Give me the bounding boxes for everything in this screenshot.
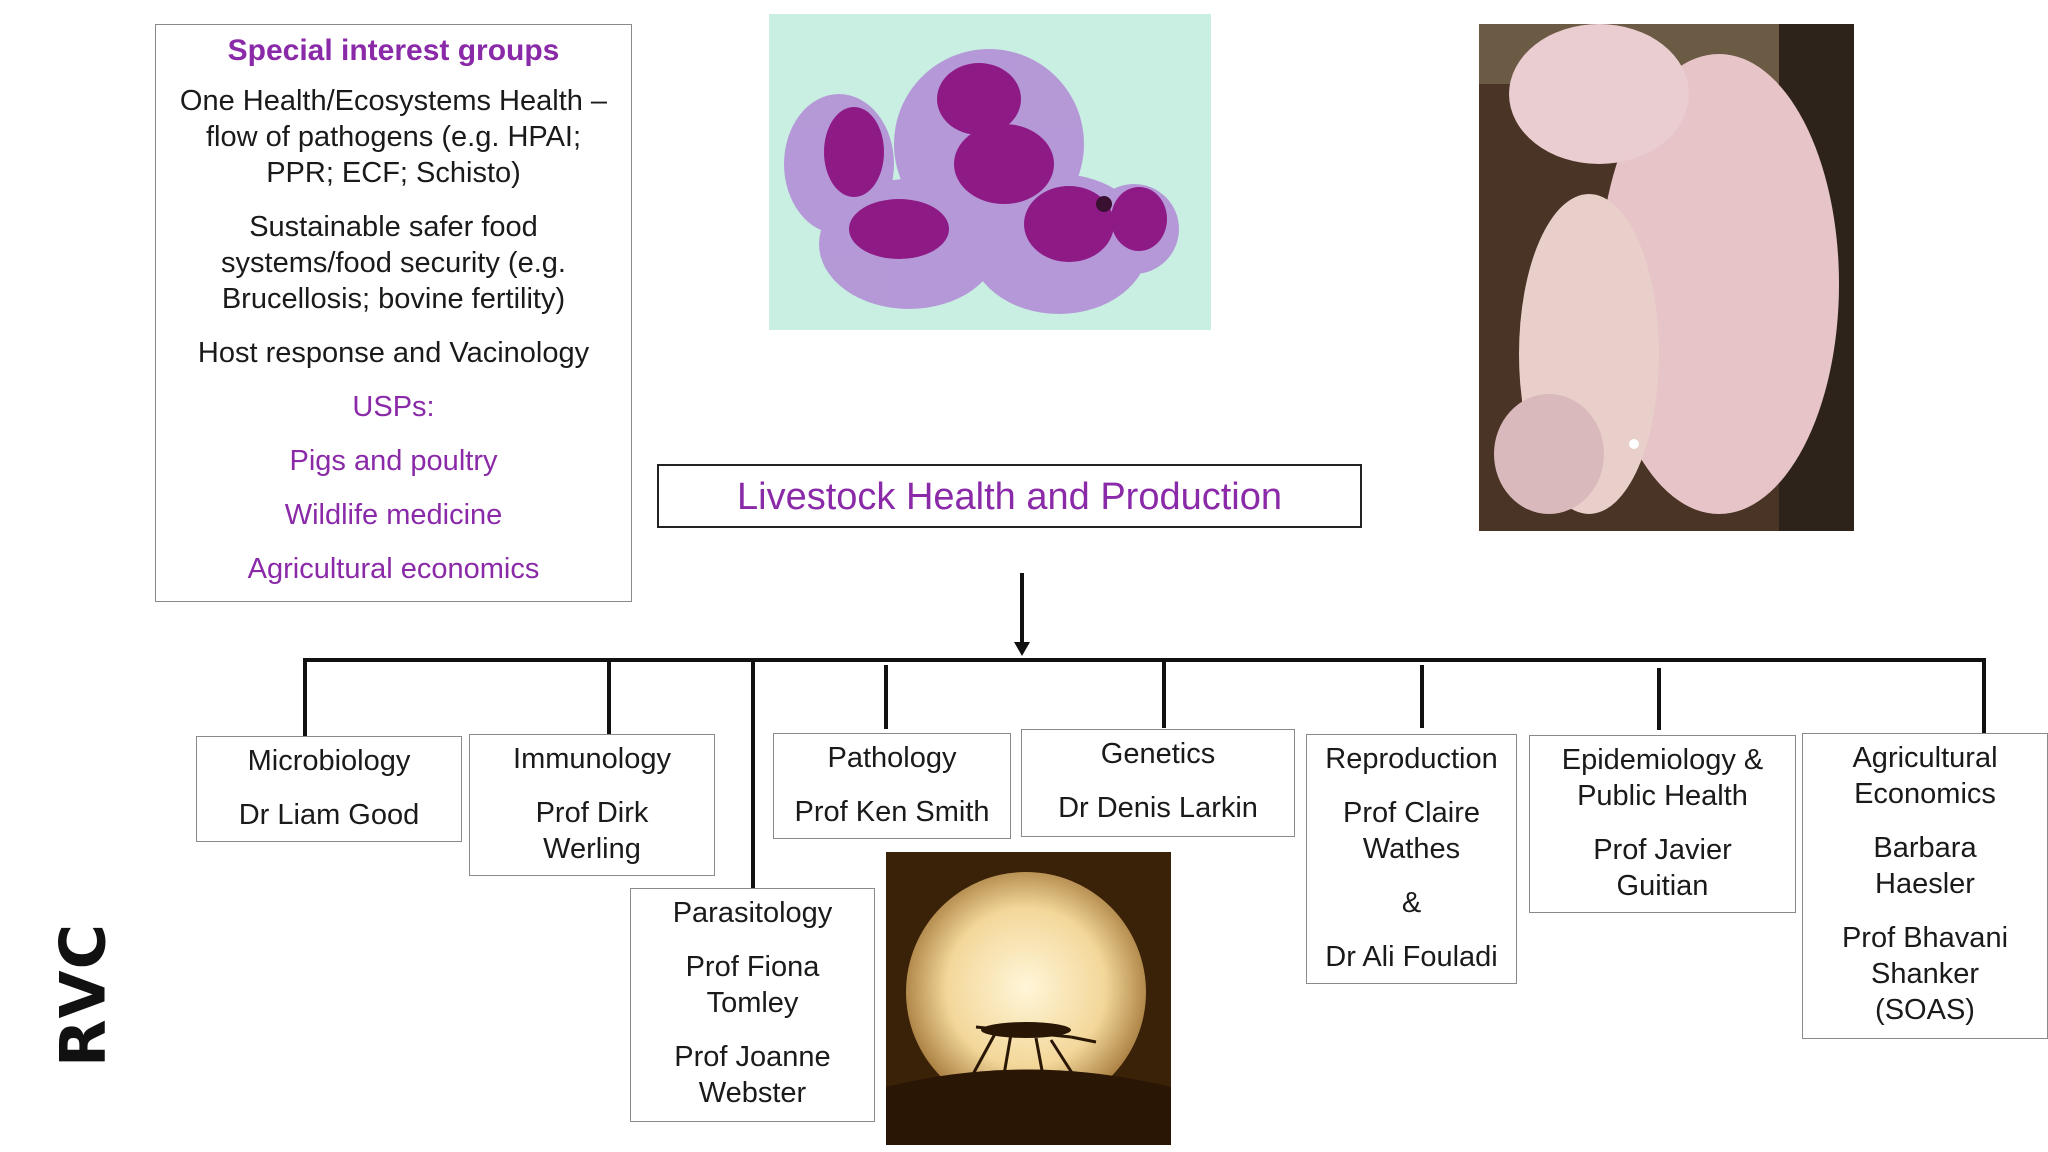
dept-genetics: Genetics Dr Denis Larkin: [1021, 729, 1295, 837]
connector-line: [1982, 660, 1986, 733]
main-title: Livestock Health and Production: [657, 464, 1362, 528]
dept-name: Parasitology: [672, 897, 833, 929]
dept-person: Prof Javier Guitian: [1593, 834, 1732, 902]
sig-line: Brucellosis; bovine fertility): [221, 283, 566, 315]
arrow-head: [1014, 642, 1030, 656]
dept-person: Prof Joanne Webster: [674, 1041, 831, 1109]
connector-line: [607, 661, 611, 734]
connector-line: [1420, 665, 1424, 728]
mosquito-image: [886, 852, 1171, 1145]
sig-usp-item: Pigs and poultry: [289, 445, 498, 477]
dept-person: Prof Ken Smith: [794, 796, 990, 828]
sig-line: flow of pathogens (e.g. HPAI;: [205, 121, 582, 153]
dept-microbiology: Microbiology Dr Liam Good: [196, 736, 462, 842]
dept-name: Pathology: [827, 742, 957, 774]
sig-usps-label: USPs:: [352, 391, 435, 423]
dept-immunology: Immunology Prof Dirk Werling: [469, 734, 715, 876]
sig-line: PPR; ECF; Schisto): [266, 157, 521, 189]
dept-person: Prof Fiona Tomley: [685, 951, 820, 1019]
sig-usp-item: Agricultural economics: [247, 553, 540, 585]
connector-line: [1162, 662, 1166, 728]
dept-epidemiology: Epidemiology & Public Health Prof Javier…: [1529, 735, 1796, 913]
dept-person: Dr Liam Good: [238, 799, 420, 831]
dept-name: Reproduction: [1325, 743, 1498, 775]
sig-line: Host response and Vacinology: [197, 337, 590, 369]
dept-name: Microbiology: [247, 745, 411, 777]
blood-cells-image: [769, 14, 1211, 330]
rvc-logo-text: RVC: [46, 922, 120, 1068]
dept-person: Prof Dirk Werling: [535, 797, 649, 865]
sig-line: Sustainable safer food: [249, 211, 538, 243]
special-interest-groups-box: Special interest groups One Health/Ecosy…: [155, 24, 632, 602]
dept-agricultural-economics: Agricultural Economics Barbara Haesler P…: [1802, 733, 2048, 1039]
sig-item-food-systems: Sustainable safer food systems/food secu…: [156, 209, 631, 317]
connector-line: [303, 658, 1986, 662]
sig-line: systems/food security (e.g.: [221, 247, 566, 279]
connector-line: [751, 661, 755, 889]
dept-reproduction: Reproduction Prof Claire Wathes & Dr Ali…: [1306, 734, 1517, 984]
pigs-image: [1479, 24, 1854, 531]
connector-line: [1020, 573, 1024, 648]
dept-name: Agricultural Economics: [1852, 742, 1998, 810]
sig-title: Special interest groups: [227, 34, 560, 67]
connector-line: [303, 658, 307, 736]
dept-person: Barbara Haesler: [1873, 832, 1977, 900]
dept-name: Immunology: [513, 743, 671, 775]
dept-person: Prof Bhavani Shanker (SOAS): [1841, 922, 2009, 1026]
sig-usp-item: Wildlife medicine: [284, 499, 503, 531]
dept-person: &: [1401, 887, 1422, 919]
sig-item-one-health: One Health/Ecosystems Health – flow of p…: [156, 83, 631, 191]
dept-name: Epidemiology & Public Health: [1561, 744, 1764, 812]
dept-name: Genetics: [1100, 738, 1216, 770]
dept-person: Prof Claire Wathes: [1343, 797, 1480, 865]
sig-item-host-response: Host response and Vacinology: [156, 335, 631, 371]
connector-line: [884, 665, 888, 729]
dept-person: Dr Denis Larkin: [1058, 792, 1258, 824]
connector-line: [1657, 668, 1661, 730]
dept-person: Dr Ali Fouladi: [1325, 941, 1498, 973]
dept-pathology: Pathology Prof Ken Smith: [773, 733, 1011, 839]
dept-parasitology: Parasitology Prof Fiona Tomley Prof Joan…: [630, 888, 875, 1122]
sig-line: One Health/Ecosystems Health –: [179, 85, 608, 117]
rvc-logo: RVC: [38, 920, 128, 1070]
